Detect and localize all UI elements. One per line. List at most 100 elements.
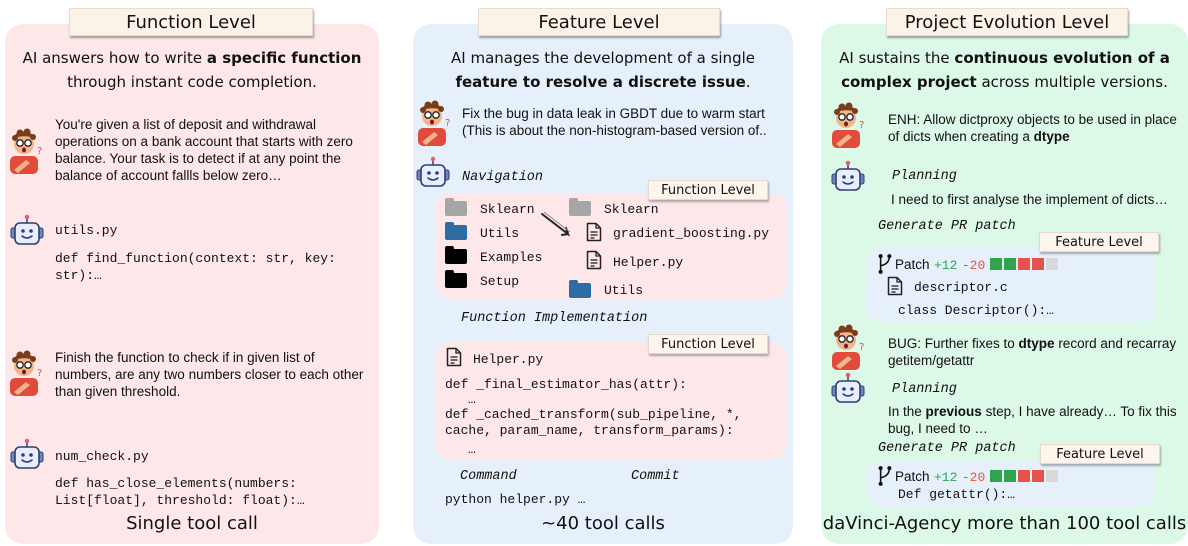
tree-item[interactable]: Setup — [480, 274, 520, 289]
planning-2-pre: In the — [888, 404, 926, 419]
robot-icon — [830, 160, 866, 192]
planning-2-bold: previous — [925, 404, 982, 419]
code-snippet-2: def has_close_elements(numbers: List[flo… — [55, 476, 305, 508]
feature-level-tag: Feature Level — [1039, 232, 1159, 252]
planning-2-post: step, I have already… To fix this bug, I… — [888, 404, 1177, 436]
headline-bold-text: continuous evolution of a complex projec… — [841, 49, 1170, 91]
patch-header-1: Patch +12 -20 — [895, 256, 1060, 274]
user-avatar-icon — [8, 348, 46, 396]
folder-icon — [445, 198, 467, 216]
user-avatar-icon — [830, 100, 868, 148]
function-level-title: Function Level — [69, 8, 313, 36]
user-avatar-icon — [830, 322, 868, 370]
robot-icon — [9, 438, 45, 470]
diff-square-red — [1017, 258, 1030, 270]
patch-code-1: class Descriptor():… — [898, 303, 1055, 318]
issue-1-bold: dtype — [1033, 129, 1070, 144]
headline-text: AI manages the development of a single — [451, 49, 755, 67]
function-level-panel — [5, 24, 379, 544]
issue-2-text: BUG: Further fixes to dtype record and r… — [888, 335, 1178, 369]
issue-1-text: ENH: Allow dictproxy objects to be used … — [888, 111, 1178, 145]
planning-label-1: Planning — [892, 169, 957, 184]
headline-bold-text: feature to resolve a discrete issue — [455, 73, 746, 91]
diff-square-gray — [1045, 258, 1058, 270]
robot-icon — [830, 372, 866, 404]
function-level-footer: Single tool call — [126, 513, 258, 534]
deletions-count: -20 — [961, 470, 986, 485]
diff-stat-bar — [989, 256, 1060, 273]
diff-square-red — [1031, 258, 1044, 270]
tree-item[interactable]: Examples — [480, 250, 543, 265]
tree-item[interactable]: Utils — [480, 226, 520, 241]
function-implementation-label: Function Implementation — [461, 311, 648, 326]
diff-square-red — [1031, 470, 1044, 482]
feature-level-tag: Feature Level — [1040, 444, 1160, 464]
patch-box-2 — [866, 461, 1156, 507]
issue-2-post: record and recarray getitem/getattr — [888, 336, 1177, 368]
function-level-headline: AI answers how to write a specific funct… — [15, 46, 369, 94]
folder-icon — [569, 280, 591, 298]
file-name-utils: utils.py — [55, 223, 118, 238]
additions-count: +12 — [933, 258, 958, 273]
tree-item[interactable]: Sklearn — [480, 202, 535, 217]
tree-item[interactable]: gradient_boosting.py — [613, 226, 770, 241]
additions-count: +12 — [933, 470, 958, 485]
patch-code-2: Def getattr():… — [898, 487, 1016, 502]
issue-2-pre: BUG: Further fixes to — [888, 336, 1019, 351]
planning-label-2: Planning — [892, 382, 957, 397]
patch-header-2: Patch +12 -20 — [895, 468, 1060, 486]
patch-label: Patch — [895, 469, 930, 484]
impl-ellipsis-2: … — [468, 442, 476, 457]
headline-text: AI answers how to write — [22, 49, 207, 67]
arrow-icon — [541, 211, 571, 237]
impl-code-2: def _cached_transform(sub_pipeline, *, c… — [445, 407, 742, 438]
navigation-tree-box — [435, 193, 787, 299]
file-icon — [586, 222, 602, 242]
impl-file-name: Helper.py — [473, 352, 544, 367]
patch-file-name: descriptor.c — [914, 280, 1008, 295]
feature-user-prompt: Fix the bug in data leak in GBDT due to … — [462, 106, 767, 138]
commit-label: Commit — [631, 469, 680, 484]
feature-level-title: Feature Level — [478, 8, 720, 36]
project-level-headline: AI sustains the continuous evolution of … — [826, 46, 1183, 94]
diff-square-green — [989, 470, 1002, 482]
command-text: python helper.py … — [445, 492, 586, 507]
diff-square-green — [989, 258, 1002, 270]
robot-icon — [415, 156, 451, 188]
user-avatar-icon — [416, 98, 454, 146]
file-icon — [887, 276, 903, 296]
git-branch-icon — [878, 253, 892, 275]
deletions-count: -20 — [961, 258, 986, 273]
patch-label: Patch — [895, 257, 930, 272]
planning-text-2: In the previous step, I have already… To… — [888, 403, 1178, 437]
headline-text-end: through instant code completion. — [67, 73, 317, 91]
tree-item[interactable]: Helper.py — [613, 255, 684, 270]
user-avatar-icon — [8, 126, 46, 174]
folder-icon — [445, 222, 467, 240]
project-level-footer: daVinci-Agency more than 100 tool calls — [822, 513, 1187, 534]
user-prompt-1: You're given a list of deposit and withd… — [55, 117, 353, 183]
tree-item[interactable]: Sklearn — [604, 202, 659, 217]
navigation-label: Navigation — [462, 170, 544, 185]
function-level-tag: Function Level — [648, 180, 768, 200]
file-icon — [446, 347, 462, 367]
planning-text-1: I need to first analyse the implement of… — [891, 192, 1168, 207]
impl-ellipsis-1: … — [468, 392, 476, 407]
headline-text-end: across multiple versions. — [976, 73, 1168, 91]
headline-bold-text: a specific function — [206, 49, 362, 67]
diff-square-green — [1003, 470, 1016, 482]
folder-icon — [445, 270, 467, 288]
command-label: Command — [460, 469, 517, 484]
diff-square-green — [1003, 258, 1016, 270]
generate-pr-label-2: Generate PR patch — [878, 441, 1016, 456]
diff-stat-bar — [989, 468, 1060, 485]
diff-square-gray — [1045, 470, 1058, 482]
project-level-title: Project Evolution Level — [886, 8, 1128, 36]
feature-level-footer: ~40 tool calls — [541, 513, 665, 534]
file-name-num-check: num_check.py — [55, 449, 149, 464]
tree-item[interactable]: Utils — [604, 283, 644, 298]
folder-icon — [569, 198, 591, 216]
function-level-tag: Function Level — [648, 334, 768, 354]
user-prompt-2: Finish the function to check if in given… — [55, 350, 364, 399]
feature-level-headline: AI manages the development of a single f… — [423, 46, 783, 94]
